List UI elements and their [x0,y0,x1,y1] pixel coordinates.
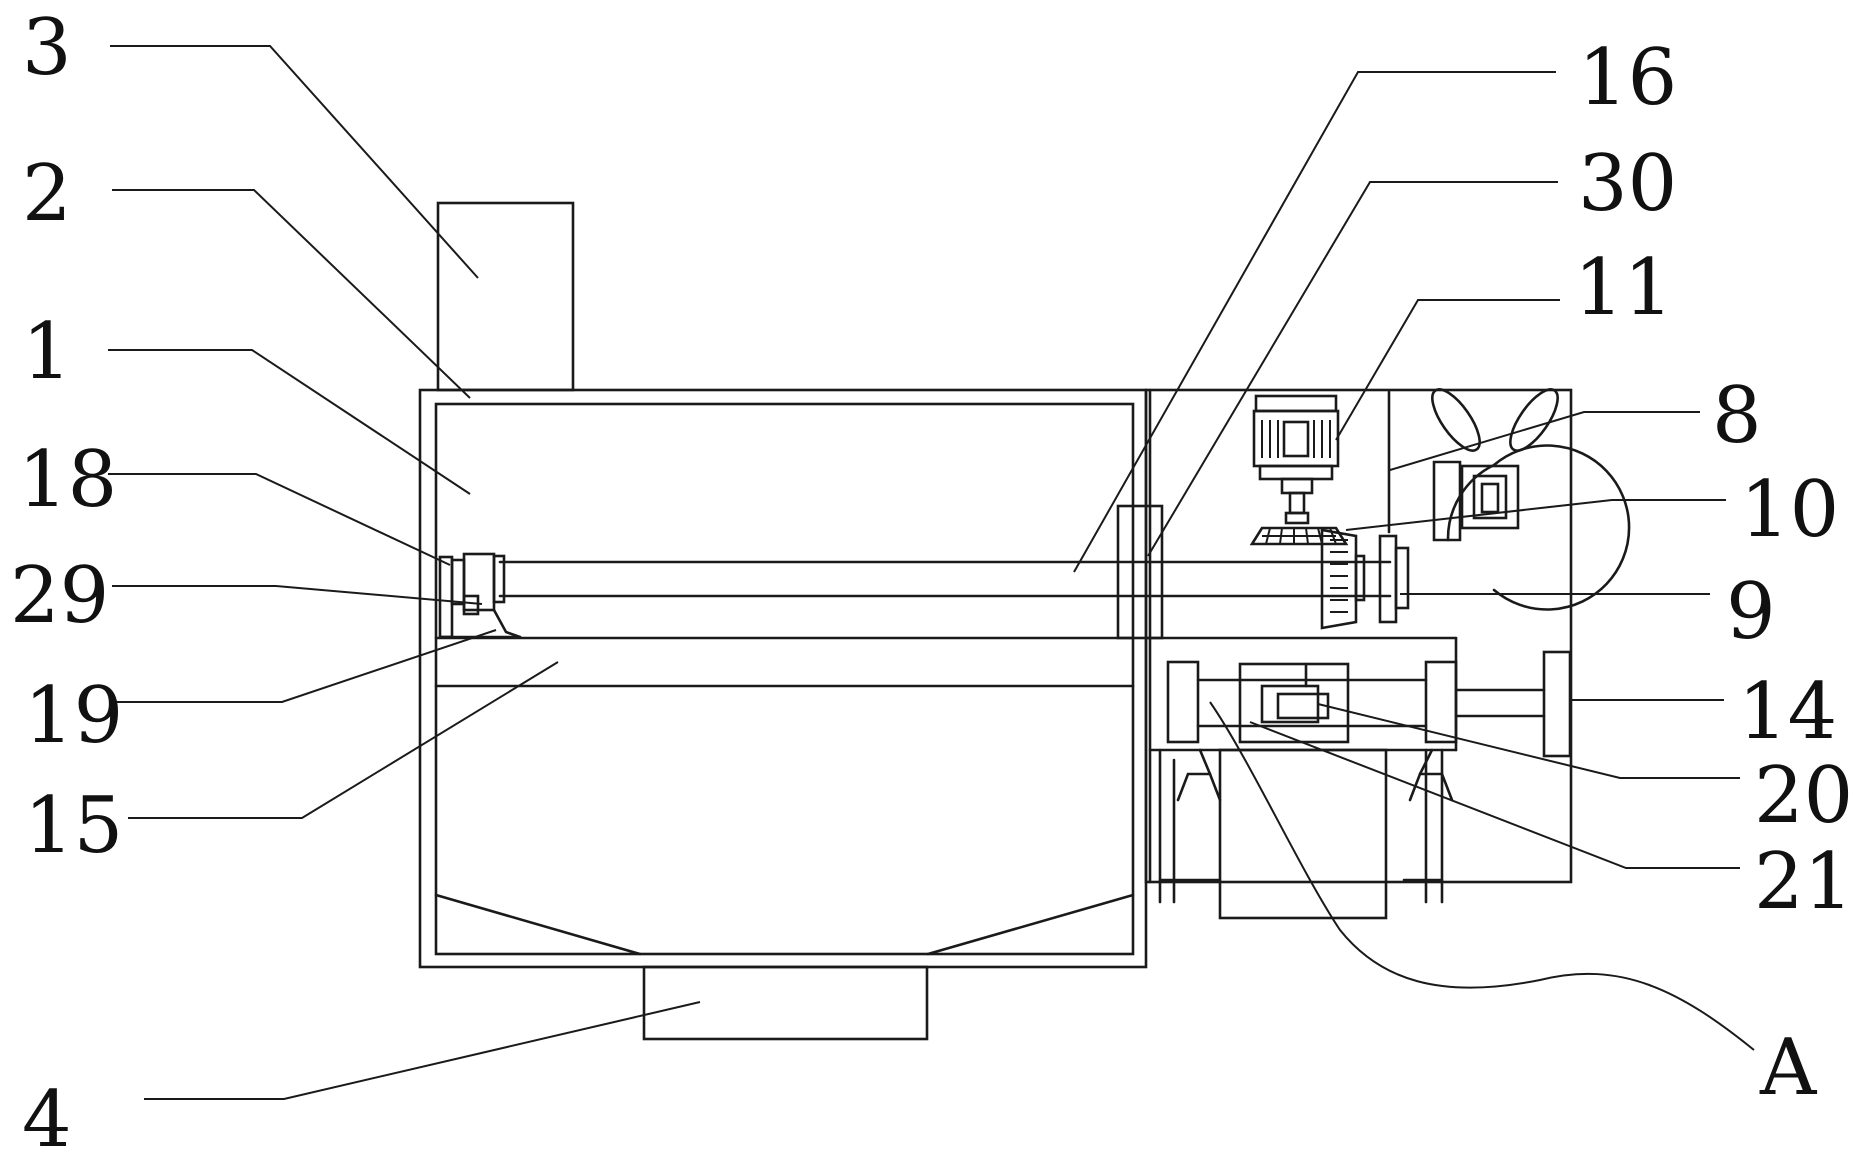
bevel-gear-vertical [1320,528,1410,630]
inlet-pipe [436,201,575,392]
main-housing [418,388,1148,969]
motor [1252,394,1340,525]
label-9: 9 [1726,567,1776,657]
label-4: 4 [22,1075,72,1152]
label-1: 1 [22,307,72,397]
label-8: 8 [1712,371,1762,461]
bevel-gear-horizontal [1249,526,1349,546]
label-A: A [1759,1023,1818,1113]
part-labels: 3 2 1 18 29 19 15 4 16 30 11 8 10 9 14 2… [10,3,1853,1152]
fan [1431,388,1631,611]
left-bearing-assembly [438,552,522,639]
label-3: 3 [22,3,72,93]
bearing-seat [1116,504,1164,640]
label-15: 15 [24,781,123,871]
label-21: 21 [1754,837,1853,927]
label-18: 18 [18,435,117,525]
label-19: 19 [24,671,123,761]
side-housing [1144,388,1573,884]
label-29: 29 [10,551,109,641]
label-20: 20 [1754,751,1853,841]
label-10: 10 [1740,465,1839,555]
outlet-pipe [642,965,929,1041]
label-2: 2 [22,149,72,239]
label-14: 14 [1738,667,1837,757]
leader-lines [108,45,1755,1100]
lower-mechanism [1158,650,1572,920]
shaft [498,560,1392,598]
label-16: 16 [1578,33,1677,123]
label-11: 11 [1574,243,1673,333]
label-30: 30 [1578,139,1677,229]
